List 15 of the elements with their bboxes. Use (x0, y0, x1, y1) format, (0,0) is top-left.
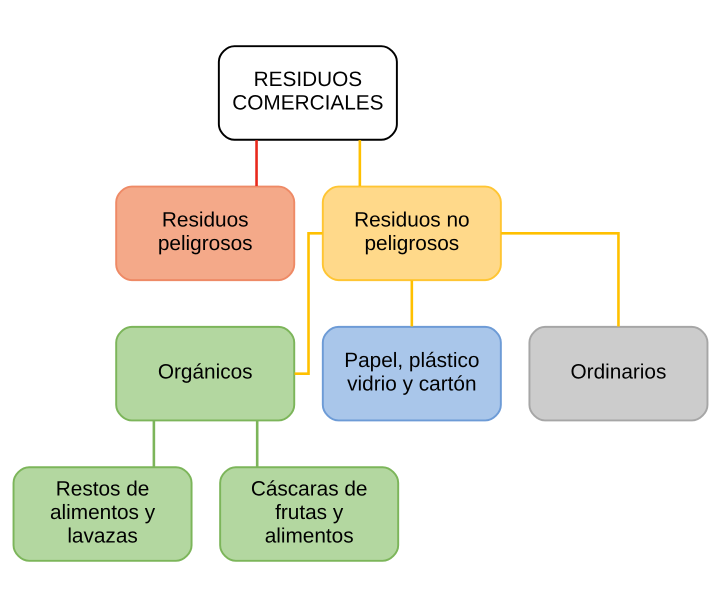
node-box: Residuos no peligrosos (322, 186, 502, 282)
connector (410, 280, 414, 326)
node-box: Ordinarios (528, 326, 708, 422)
node-box: RESIDUOS COMERCIALES (218, 45, 398, 141)
node-box: Restos de alimentos y lavazas (12, 466, 193, 562)
node-box: Orgánicos (115, 326, 296, 422)
connector (294, 232, 322, 375)
node-box: Papel, plástico vidrio y cartón (322, 326, 502, 422)
node-box: Residuos peligrosos (115, 186, 296, 282)
connector (255, 140, 258, 186)
node-box: Cáscaras de frutas y alimentos (219, 466, 400, 562)
connector (152, 420, 156, 467)
connector (256, 420, 258, 467)
connector (501, 232, 620, 327)
connector (358, 140, 362, 186)
